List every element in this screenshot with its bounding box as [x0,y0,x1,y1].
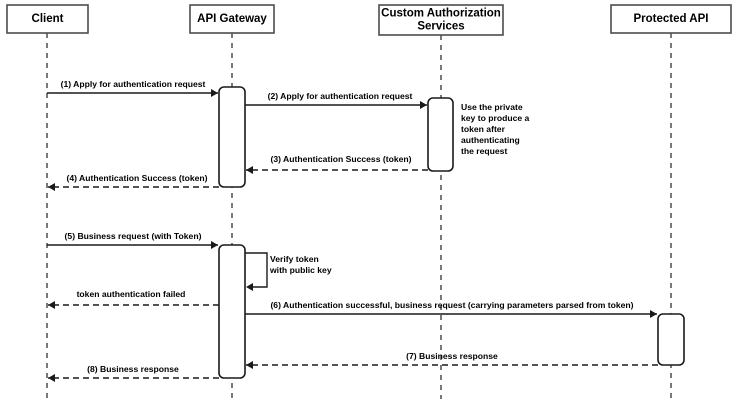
participant-label-custom-authorization-services: Custom Authorization [381,8,501,20]
message-label-msg-2: (2) Apply for authentication request [268,91,413,101]
participant-box-protected-api[interactable] [610,4,732,34]
note-line: key to produce a [461,113,530,123]
message-msg-1: (1) Apply for authentication request [47,79,218,97]
arrowhead-msg-token-failed [48,301,55,309]
participant-box-custom-authorization-services[interactable] [378,4,504,36]
message-label-msg-8: (8) Business response [87,364,179,374]
activation-bar-api-gateway [218,86,246,188]
message-msg-7: (7) Business response [246,351,658,369]
message-msg-token-failed: token authentication failed [48,289,219,309]
activation-bar-api-gateway [218,244,246,379]
activation-bar-protected-api [657,313,685,366]
participant-api-gateway[interactable]: API Gateway [189,4,275,34]
self-message-path-self-msg-verify-token [245,252,268,288]
note-line: the request [461,146,507,156]
message-msg-6: (6) Authentication successful, business … [245,300,657,318]
participant-box-api-gateway[interactable] [189,4,275,34]
arrowhead-msg-3 [246,166,253,174]
message-msg-3: (3) Authentication Success (token) [246,154,428,174]
note-line: authenticating [461,135,520,145]
message-msg-8: (8) Business response [48,364,219,382]
participant-label-client: Client [32,13,64,25]
participant-label-api-gateway: API Gateway [197,13,267,25]
arrowhead-msg-2 [420,101,427,109]
message-label-msg-1: (1) Apply for authentication request [61,79,206,89]
arrowhead-msg-6 [650,310,657,318]
activations-layer [218,86,685,379]
messages-layer: (1) Apply for authentication request (2) … [47,79,658,382]
message-msg-4: (4) Authentication Success (token) [48,173,219,191]
arrowhead-msg-1 [211,89,218,97]
participant-protected-api[interactable]: Protected API [610,4,732,34]
participants-layer: Client API Gateway Custom AuthorizationSer… [6,4,732,36]
arrowhead-msg-5 [211,241,218,249]
arrowhead-msg-8 [48,374,55,382]
activation-bar-custom-authorization-services [427,97,454,172]
arrowhead-msg-7 [246,361,253,369]
participant-box-client[interactable] [6,4,89,34]
message-label-msg-3: (3) Authentication Success (token) [270,154,411,164]
participant-label-custom-authorization-services: Services [417,21,464,33]
message-label-msg-7: (7) Business response [406,351,498,361]
message-label-msg-4: (4) Authentication Success (token) [66,173,207,183]
self-message-label-line: Verify token [270,254,319,264]
message-label-msg-token-failed: token authentication failed [77,289,186,299]
note-line: Use the private [461,102,523,112]
arrowhead-self-msg-verify-token [246,283,253,291]
note-line: token after [461,124,506,134]
message-label-msg-5: (5) Business request (with Token) [65,231,202,241]
participant-label-protected-api: Protected API [634,13,709,25]
participant-client[interactable]: Client [6,4,89,34]
message-label-msg-6: (6) Authentication successful, business … [270,300,633,310]
self-message-label-line: with public key [269,265,332,275]
message-msg-5: (5) Business request (with Token) [47,231,218,249]
message-msg-2: (2) Apply for authentication request [245,91,427,109]
arrowhead-msg-4 [48,183,55,191]
